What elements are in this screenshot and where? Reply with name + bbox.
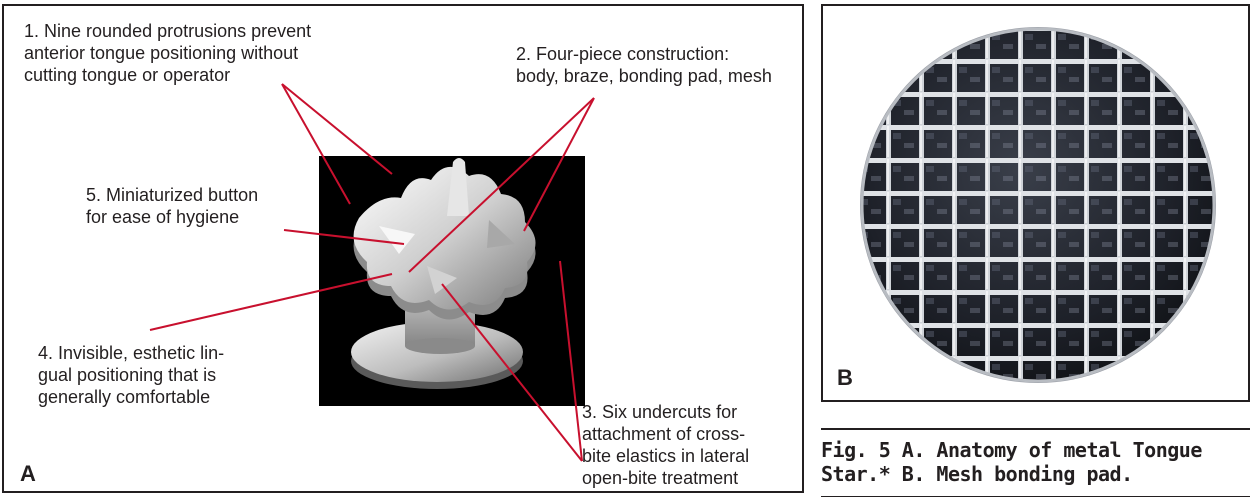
caption-bottom-rule: [821, 496, 1250, 497]
caption-line-1: Fig. 5 A. Anatomy of metal Tongue: [821, 438, 1250, 462]
callout-4-line-3: generally comfortable: [38, 386, 224, 408]
callout-3: 3. Six undercuts for attachment of cross…: [582, 401, 749, 489]
panel-b-letter: B: [837, 365, 853, 391]
callout-1: 1. Nine rounded protrusions prevent ante…: [24, 20, 311, 86]
callout-3-line-4: open-bite treatment: [582, 467, 749, 489]
callout-4: 4. Invisible, esthetic lin- gual positio…: [38, 342, 224, 408]
callout-1-line-1: 1. Nine rounded protrusions prevent: [24, 20, 311, 42]
callout-1-line-3: cutting tongue or operator: [24, 64, 311, 86]
callout-1-line-2: anterior tongue positioning without: [24, 42, 311, 64]
mesh-bonding-pad-photo: [853, 26, 1223, 384]
mesh-grid: [853, 26, 1223, 384]
figure-panel-a: 1. Nine rounded protrusions prevent ante…: [2, 4, 804, 493]
callout-2-line-2: body, braze, bonding pad, mesh: [516, 65, 772, 87]
figure-caption: Fig. 5 A. Anatomy of metal Tongue Star.*…: [821, 438, 1250, 486]
callout-2-line-1: 2. Four-piece construction:: [516, 43, 772, 65]
caption-line-2: Star.* B. Mesh bonding pad.: [821, 462, 1250, 486]
callout-4-line-2: gual positioning that is: [38, 364, 224, 386]
tongue-star-photo: [319, 156, 585, 406]
callout-5: 5. Miniaturized button for ease of hygie…: [86, 184, 258, 228]
figure-panel-b: B: [821, 4, 1250, 402]
callout-5-line-2: for ease of hygiene: [86, 206, 258, 228]
callout-3-line-1: 3. Six undercuts for: [582, 401, 749, 423]
callout-4-line-1: 4. Invisible, esthetic lin-: [38, 342, 224, 364]
caption-top-rule: [821, 428, 1250, 430]
callout-5-line-1: 5. Miniaturized button: [86, 184, 258, 206]
callout-2: 2. Four-piece construction: body, braze,…: [516, 43, 772, 87]
callout-3-line-3: bite elastics in lateral: [582, 445, 749, 467]
panel-a-letter: A: [20, 461, 36, 487]
callout-3-line-2: attachment of cross-: [582, 423, 749, 445]
